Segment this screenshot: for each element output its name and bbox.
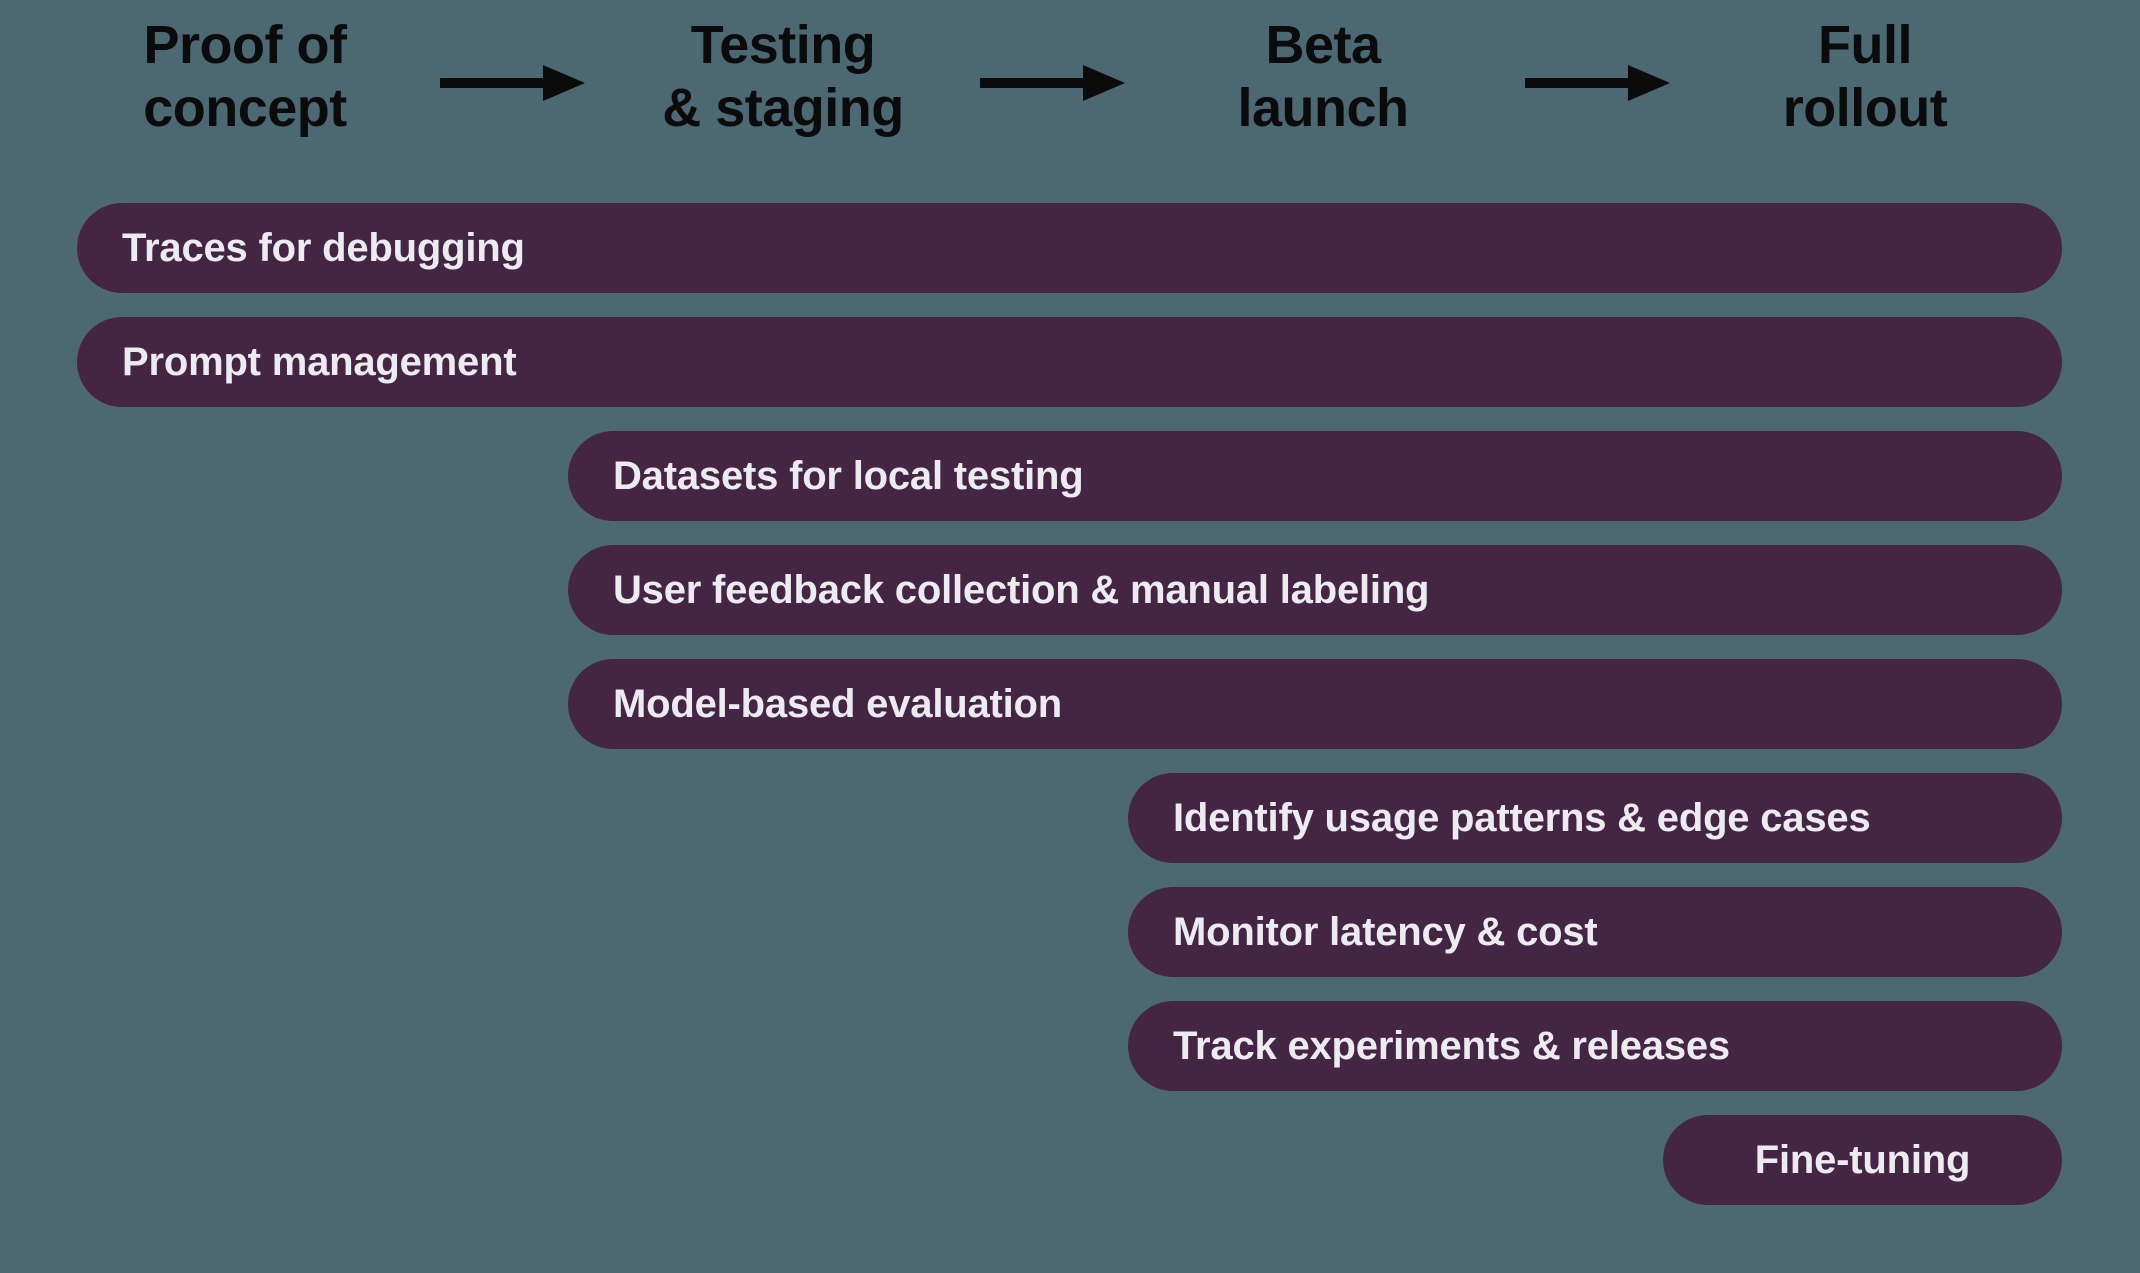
arrow-testing-to-beta-icon	[980, 63, 1125, 103]
capability-bar[interactable]: Track experiments & releases	[1128, 1001, 2062, 1091]
capability-bar[interactable]: Prompt management	[77, 317, 2062, 407]
capability-bar[interactable]: Model-based evaluation	[568, 659, 2062, 749]
capability-bar-label: Datasets for local testing	[613, 454, 1084, 498]
capability-bar[interactable]: Identify usage patterns & edge cases	[1128, 773, 2062, 863]
capability-bar[interactable]: Monitor latency & cost	[1128, 887, 2062, 977]
arrow-poc-to-testing-icon	[440, 63, 585, 103]
stage-label-3: Beta launch	[1237, 15, 1409, 138]
capability-bar-label: Identify usage patterns & edge cases	[1173, 796, 1871, 840]
stage-label-4: Full rollout	[1782, 15, 1948, 138]
capability-bar-label: Traces for debugging	[122, 226, 525, 270]
capability-bar-label: Fine-tuning	[1754, 1138, 1971, 1182]
arrow-beta-to-rollout-icon	[1525, 63, 1670, 103]
capability-bar-label: Prompt management	[122, 340, 517, 384]
stage-label-1: Proof of concept	[143, 15, 347, 138]
capability-bar[interactable]: Fine-tuning	[1663, 1115, 2062, 1205]
capability-bar[interactable]: Datasets for local testing	[568, 431, 2062, 521]
capability-bar-label: Track experiments & releases	[1173, 1024, 1730, 1068]
capability-bar-label: User feedback collection & manual labeli…	[613, 568, 1430, 612]
capability-bar[interactable]: User feedback collection & manual labeli…	[568, 545, 2062, 635]
capability-bar-label: Model-based evaluation	[613, 682, 1063, 726]
capability-bar[interactable]: Traces for debugging	[77, 203, 2062, 293]
capability-bar-label: Monitor latency & cost	[1173, 910, 1598, 954]
stage-label-2: Testing & staging	[662, 15, 904, 138]
